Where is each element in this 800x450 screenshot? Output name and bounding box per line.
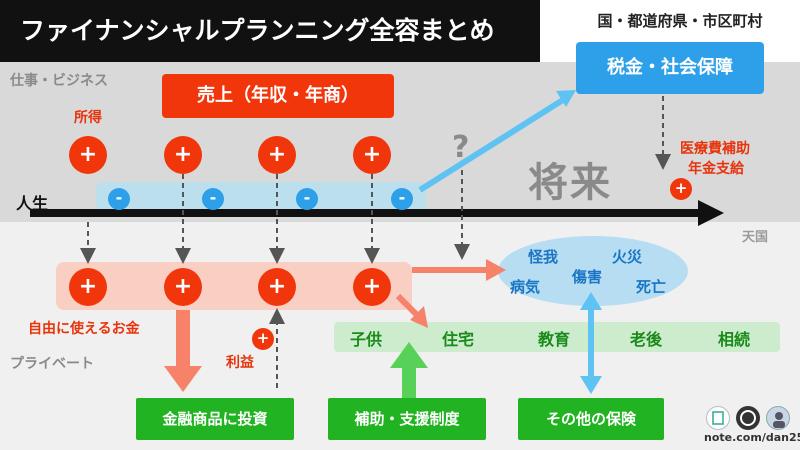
life-label: 人生 [16,194,49,213]
insurance-arrow-head-up [580,292,602,310]
life-event-inheritance: 相続 [718,330,751,349]
footer-url[interactable]: note.com/dan25 [704,431,800,444]
heaven-label: 天国 [742,230,769,245]
expense-minus-3: - [296,188,318,210]
note-icon[interactable] [706,406,730,430]
subsidy-box: 補助・支援制度 [328,398,486,440]
risk-injury: 怪我 [528,248,559,266]
gov-benefit-plus: + [670,178,692,200]
sales-box: 売上（年収・年商） [162,74,394,118]
section-label-work: 仕事・ビジネス [10,73,108,89]
profit-label: 利益 [226,355,254,371]
page-title: ファイナンシャルプランニング全容まとめ [0,0,540,62]
free-money-strip [56,262,412,310]
subsidy-arrow-line [402,366,416,398]
gov-label: 国・都道府県・市区町村 [597,12,763,30]
life-event-retirement: 老後 [630,330,663,349]
future-label: 将来 [528,160,612,206]
insurance-arrow-head-down [580,376,602,394]
invest-arrow-head [164,366,202,392]
life-arrow-head [410,306,428,328]
free-plus-3: + [258,268,296,306]
life-arrow-line [395,293,421,319]
risk-fire: 火災 [612,248,643,266]
free-money-label: 自由に使えるお金 [28,321,140,337]
income-plus-2: + [164,136,202,174]
free-plus-1: + [69,268,107,306]
creative-commons-icon[interactable] [736,406,760,430]
expense-minus-2: - [202,188,224,210]
expense-minus-1: - [108,188,130,210]
invest-box: 金融商品に投資 [136,398,294,440]
section-label-private: プライベート [10,356,94,372]
risk-arrow-head [486,259,506,281]
expense-minus-4: - [391,188,413,210]
gov-benefit-pension: 年金支給 [688,161,744,177]
avatar-icon[interactable] [766,406,790,430]
life-event-children: 子供 [350,330,383,349]
life-event-housing: 住宅 [442,330,475,349]
life-event-education: 教育 [538,330,571,349]
gov-benefit-medical: 医療費補助 [680,141,750,157]
future-question-mark: ? [452,130,470,165]
income-plus-4: + [353,136,391,174]
profit-plus: + [252,328,274,350]
risk-ellipse [498,236,688,306]
income-plus-1: + [69,136,107,174]
risk-disability: 傷害 [572,268,603,286]
invest-arrow-line [176,310,190,368]
tax-arrow-head [556,90,576,107]
income-label: 所得 [74,110,102,126]
free-plus-2: + [164,268,202,306]
risk-illness: 病気 [510,278,541,296]
tax-social-security-box: 税金・社会保障 [576,42,764,94]
free-plus-4: + [353,268,391,306]
subsidy-arrow-head [390,342,428,368]
insurance-box: その他の保険 [518,398,664,440]
income-plus-3: + [258,136,296,174]
life-timeline-arrowhead [698,200,724,226]
risk-death: 死亡 [636,278,667,296]
tax-arrow-line [418,95,568,193]
